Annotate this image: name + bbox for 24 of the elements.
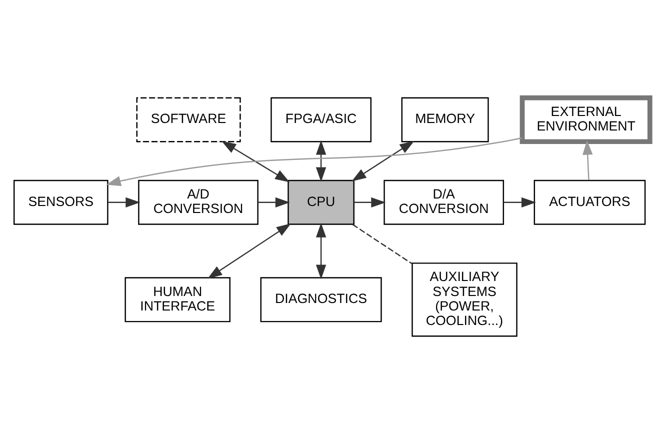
arrow [316,140,326,182]
arrow [504,196,536,208]
node-box: SENSORS [14,179,108,224]
node-box: MEMORY [401,96,489,142]
node-box: HUMAN INTERFACE [124,276,230,322]
arrow [258,196,290,208]
arrow [354,196,386,208]
node-box: AUXILIARY SYSTEMS (POWER, COOLING...) [412,262,518,336]
arrow [352,140,414,181]
node-box: EXTERNAL ENVIRONMENT [520,94,652,144]
node-box: SOFTWARE [136,96,241,142]
node-box: A/D CONVERSION [138,179,258,224]
node-box: D/A CONVERSION [384,179,504,224]
arrow [221,140,290,182]
node-box: FPGA/ASIC [270,96,372,142]
arrow [207,222,292,278]
connector [352,223,412,264]
arrow [108,196,140,208]
arrow [316,222,326,279]
arrow [106,136,522,186]
node-box: ACTUATORS [534,179,646,224]
arrow [582,140,593,180]
node-box: DIAGNOSTICS [260,276,382,322]
node-box: CPU [288,179,354,224]
